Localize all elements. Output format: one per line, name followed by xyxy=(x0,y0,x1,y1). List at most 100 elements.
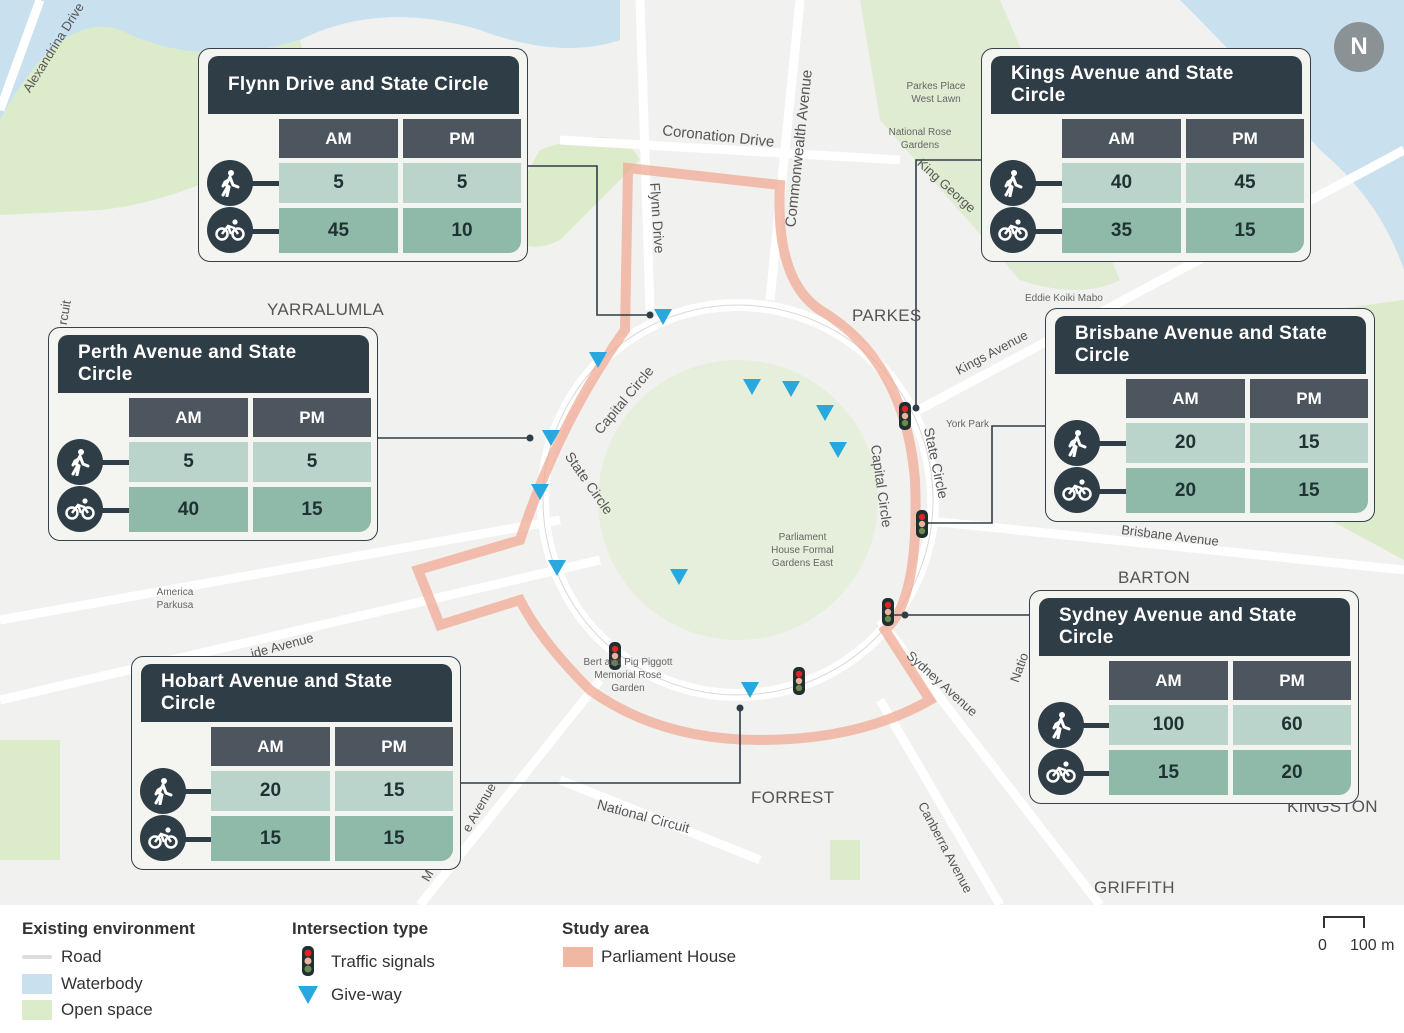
cycle-pm-value: 10 xyxy=(403,208,521,253)
traffic-signal-icon xyxy=(916,510,928,538)
pm-header: PM xyxy=(1250,379,1368,418)
pedestrian-icon xyxy=(1038,702,1084,748)
pm-header: PM xyxy=(1186,119,1304,158)
place-yarralumla: YARRALUMLA xyxy=(267,300,384,319)
walk-connector xyxy=(89,460,129,465)
give-way-icon xyxy=(743,379,761,395)
cycle-am-value: 15 xyxy=(1109,750,1228,795)
scale-distance: 100 m xyxy=(1350,937,1395,954)
pm-header: PM xyxy=(403,119,521,158)
study-area-swatch xyxy=(563,947,593,967)
give-way-icon xyxy=(654,309,672,325)
landmark-parkes-place: Parkes Place West Lawn xyxy=(906,81,966,105)
pm-header: PM xyxy=(1233,661,1351,700)
legend-intersection-title: Intersection type xyxy=(292,919,429,938)
walk-pm-value: 15 xyxy=(1250,423,1368,463)
scale-bar xyxy=(1323,916,1365,928)
cycle-pm-value: 15 xyxy=(1186,208,1304,253)
walk-am-value: 5 xyxy=(279,163,398,203)
walk-connector xyxy=(1070,723,1109,728)
pedestrian-icon xyxy=(1054,420,1100,466)
legend-signals: Traffic signals xyxy=(331,952,435,971)
legend-road: Road xyxy=(61,947,102,966)
landmark-rose-gardens: National Rose Gardens xyxy=(888,127,952,151)
legend-existing-title: Existing environment xyxy=(22,919,195,938)
card-title: Sydney Avenue and State Circle xyxy=(1039,598,1350,656)
traffic-signal-icon xyxy=(609,642,621,670)
walk-am-value: 20 xyxy=(1126,423,1245,463)
pedestrian-icon xyxy=(57,439,103,485)
walk-am-value: 40 xyxy=(1062,163,1181,203)
pedestrian-icon xyxy=(990,160,1036,206)
am-header: AM xyxy=(1062,119,1181,158)
am-header: AM xyxy=(211,727,330,766)
give-way-icon xyxy=(542,430,560,446)
cycle-am-value: 45 xyxy=(279,208,398,253)
bicycle-icon xyxy=(57,486,103,532)
walk-pm-value: 15 xyxy=(335,771,453,811)
am-header: AM xyxy=(129,398,248,437)
bicycle-icon xyxy=(990,207,1036,253)
bicycle-icon xyxy=(140,815,186,861)
cycle-connector xyxy=(1070,770,1109,776)
landmark-bert-pig: Bert and Pig Piggott Memorial Rose Garde… xyxy=(583,657,673,694)
traffic-signal-icon xyxy=(302,946,314,976)
cycle-am-value: 20 xyxy=(1126,468,1245,513)
cycle-connector xyxy=(172,836,211,842)
card-title: Flynn Drive and State Circle xyxy=(208,56,519,114)
walk-pm-value: 45 xyxy=(1186,163,1304,203)
walk-pm-value: 5 xyxy=(403,163,521,203)
landmark-formal-gardens: Parliament House Formal Gardens East xyxy=(771,532,834,569)
give-way-icon xyxy=(741,682,759,698)
cycle-connector xyxy=(239,228,279,234)
walk-connector xyxy=(1086,441,1126,446)
open-space-swatch xyxy=(22,1000,52,1020)
legend-study-title: Study area xyxy=(562,919,649,938)
give-way-icon xyxy=(816,405,834,421)
card-title: Perth Avenue and State Circle xyxy=(58,335,369,393)
place-forrest: FORREST xyxy=(751,788,835,807)
place-parkes: PARKES xyxy=(852,306,922,325)
road-swatch xyxy=(22,955,52,959)
landmark-york-park: York Park xyxy=(946,419,989,430)
give-way-icon xyxy=(531,484,549,500)
cycle-pm-value: 15 xyxy=(1250,468,1368,513)
place-griffith: GRIFFITH xyxy=(1094,878,1175,897)
place-barton: BARTON xyxy=(1118,568,1191,587)
walk-pm-value: 60 xyxy=(1233,705,1351,745)
card-title: Brisbane Avenue and State Circle xyxy=(1055,316,1366,374)
card-title: Kings Avenue and State Circle xyxy=(991,56,1302,114)
walk-connector xyxy=(172,789,211,794)
pm-header: PM xyxy=(253,398,371,437)
traffic-signal-icon xyxy=(899,402,911,430)
give-way-icon xyxy=(829,442,847,458)
cycle-connector xyxy=(89,507,129,513)
legend-open: Open space xyxy=(61,1000,153,1019)
pm-header: PM xyxy=(335,727,453,766)
cycle-pm-value: 15 xyxy=(335,816,453,861)
walk-connector xyxy=(1022,181,1062,186)
walk-am-value: 100 xyxy=(1109,705,1228,745)
traffic-signal-icon xyxy=(793,667,805,695)
water-swatch xyxy=(22,974,52,994)
cycle-am-value: 15 xyxy=(211,816,330,861)
am-header: AM xyxy=(1109,661,1228,700)
pedestrian-icon xyxy=(207,160,253,206)
landmark-eddie-koiki: Eddie Koiki Mabo xyxy=(1025,293,1103,304)
cycle-pm-value: 15 xyxy=(253,487,371,532)
traffic-signal-icon xyxy=(882,598,894,626)
bicycle-icon xyxy=(207,207,253,253)
cycle-am-value: 40 xyxy=(129,487,248,532)
walk-pm-value: 5 xyxy=(253,442,371,482)
bicycle-icon xyxy=(1054,467,1100,513)
legend-giveway: Give-way xyxy=(331,985,402,1004)
cycle-pm-value: 20 xyxy=(1233,750,1351,795)
walk-am-value: 5 xyxy=(129,442,248,482)
legend-water: Waterbody xyxy=(61,974,143,993)
legend-parliament: Parliament House xyxy=(601,947,737,966)
